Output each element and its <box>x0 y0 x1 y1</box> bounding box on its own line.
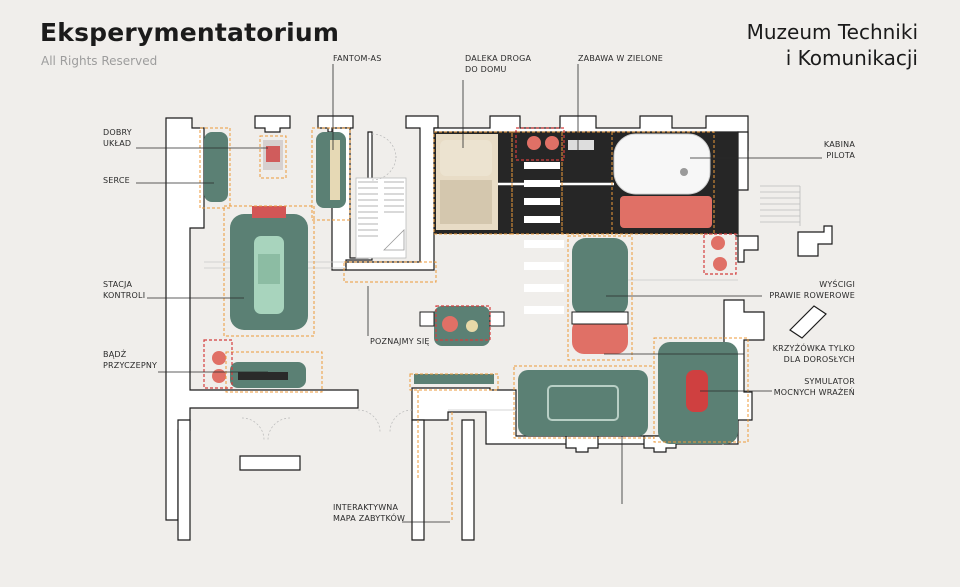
wall-right <box>735 131 759 263</box>
label-krzyzowka: DLA DOROSŁYCH <box>784 355 855 364</box>
label-dobry-uklad: DOBRY <box>103 128 132 137</box>
label-kabina-pilota: PILOTA <box>826 151 855 160</box>
wall-bottom-inner <box>461 419 475 541</box>
door-swings <box>241 133 413 441</box>
label-fantom-as: FANTOM-AS <box>333 54 381 63</box>
label-stacja-kontroli: KONTROLI <box>103 291 145 300</box>
wall-bottom-left <box>177 419 191 541</box>
central-dark-room <box>434 132 738 234</box>
exhibit-serce <box>204 132 228 202</box>
page-title: Eksperymentatorium <box>40 18 340 47</box>
plan-labels: DOBRY UKŁAD SERCE STACJA KONTROLI BĄDŹ P… <box>103 54 855 523</box>
copyright-note: All Rights Reserved <box>41 54 158 68</box>
museum-name: Muzeum Techniki i Komunikacji <box>747 19 918 71</box>
wall-pier <box>565 435 599 453</box>
label-kabina-pilota: KABINA <box>824 140 855 149</box>
wall-pier <box>254 115 291 133</box>
label-poznajmy-sie: POZNAJMY SIĘ <box>370 337 430 346</box>
wall-bottom-right <box>411 419 425 541</box>
label-daleka-droga: DO DOMU <box>465 65 507 74</box>
label-mapa-zabytkow: MAPA ZABYTKÓW <box>333 512 405 523</box>
wall-stair <box>345 115 439 271</box>
wall-fragment <box>789 305 827 339</box>
label-symulator: MOCNYCH WRAŻEŃ <box>774 386 855 397</box>
exhibit-mapa-zabytkow <box>518 370 648 436</box>
exhibits <box>204 132 738 444</box>
label-daleka-droga: DALEKA DROGA <box>465 54 532 63</box>
exhibit-wyscigi <box>572 238 628 316</box>
label-zabawa-w-zielone: ZABAWA W ZIELONE <box>578 54 663 63</box>
label-wyscigi: PRAWIE ROWEROWE <box>769 291 855 300</box>
label-krzyzowka: KRZYŻÓWKA TYLKO <box>773 342 855 353</box>
wall-fragment <box>797 225 833 257</box>
museum-name-line-2: i Komunikacji <box>785 46 918 70</box>
label-dobry-uklad: UKŁAD <box>103 139 131 148</box>
exhibit-poznajmy-sie <box>434 306 490 346</box>
label-symulator: SYMULATOR <box>804 377 855 386</box>
label-mapa-zabytkow: INTERAKTYWNA <box>333 503 398 512</box>
crosswalk <box>524 240 564 314</box>
staircase <box>355 177 407 259</box>
label-badz-przyczepny: BĄDŹ <box>103 348 127 359</box>
dashed-outlines-red <box>203 127 737 389</box>
label-serce: SERCE <box>103 176 130 185</box>
red-markers <box>212 136 727 383</box>
museum-name-line-1: Muzeum Techniki <box>746 20 918 44</box>
label-wyscigi: WYŚCIGI <box>819 278 855 289</box>
leader-lines <box>136 64 822 523</box>
label-stacja-kontroli: STACJA <box>103 280 132 289</box>
label-badz-przyczepny: PRZYCZEPNY <box>103 361 157 370</box>
staircase-right <box>760 185 801 226</box>
wall-bottom-cap <box>239 455 301 471</box>
